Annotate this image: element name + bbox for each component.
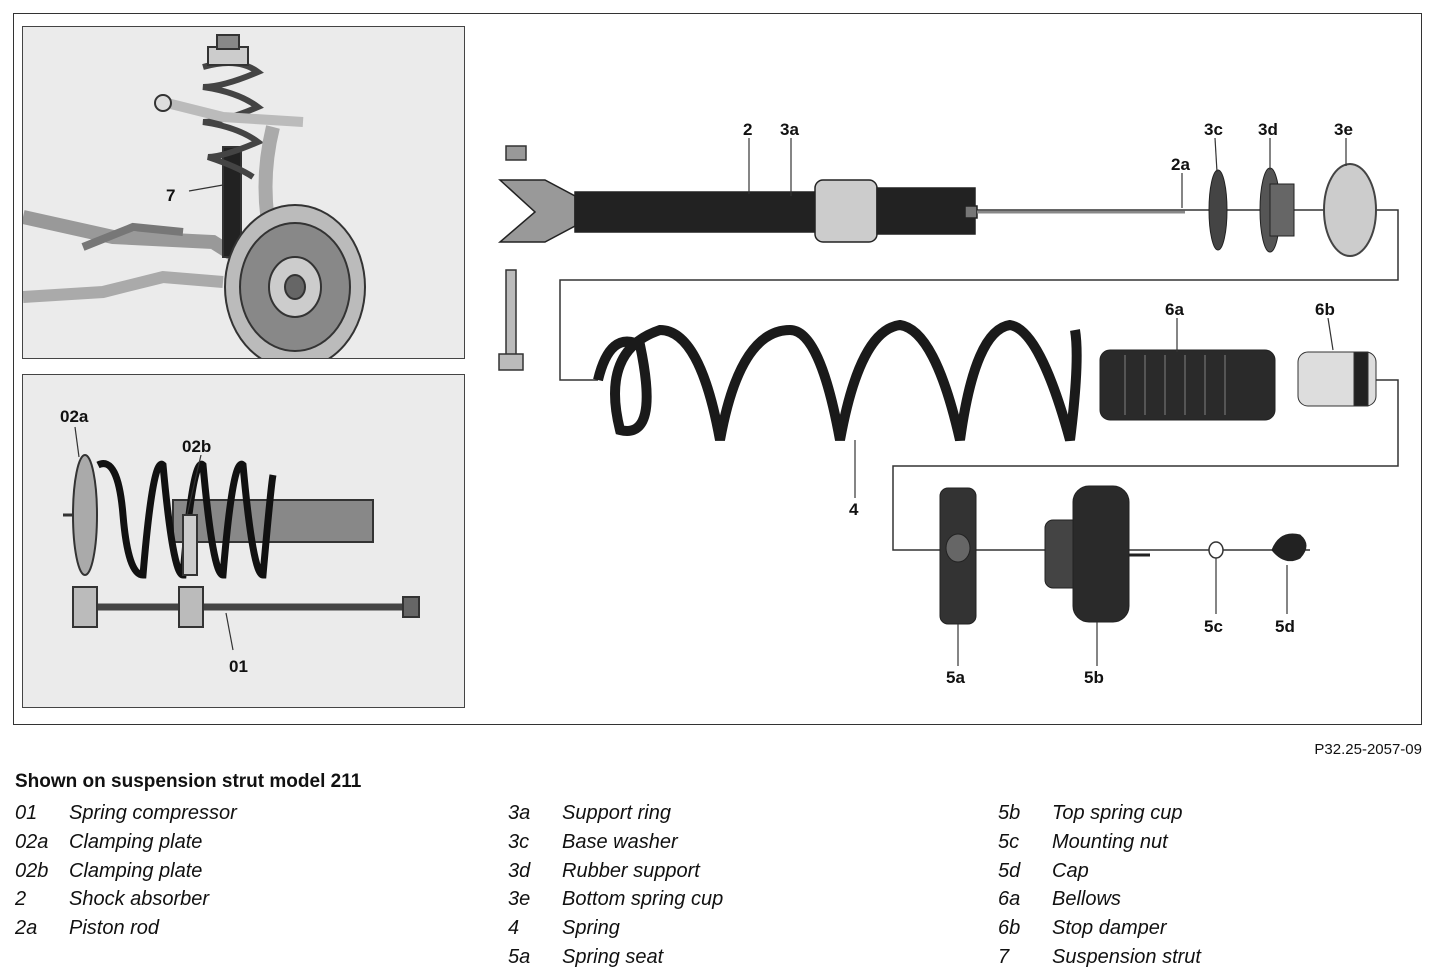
callout-6a: 6a xyxy=(1164,300,1185,319)
callout-02a: 02a xyxy=(59,407,90,426)
legend-text: Mounting nut xyxy=(1052,830,1168,853)
legend-text: Spring xyxy=(562,917,620,940)
legend-code: 02a xyxy=(15,830,49,853)
bellows xyxy=(1099,349,1276,421)
installed-strut-illustration xyxy=(23,34,366,358)
legend-code: 5a xyxy=(508,945,531,968)
legend-column-2: 3a Support ring 3c Base washer 3d Rubber su… xyxy=(508,799,723,972)
callout-5a: 5a xyxy=(945,668,966,687)
callout-3d: 3d xyxy=(1257,120,1279,139)
legend-item: 7 Suspension strut xyxy=(998,943,1201,972)
spring-compressor-illustration xyxy=(63,426,420,651)
legend-text: Support ring xyxy=(562,802,671,824)
legend-text: Suspension strut xyxy=(1052,945,1201,968)
legend-code: 7 xyxy=(998,945,1010,968)
callout-5b: 5b xyxy=(1083,668,1105,687)
callout-02b: 02b xyxy=(181,437,213,456)
legend-code: 3c xyxy=(508,830,530,853)
legend-text: Rubber support xyxy=(562,859,700,882)
stop-damper xyxy=(1297,351,1377,407)
legend-text: Stop damper xyxy=(1052,917,1167,940)
legend-item: 02b Clamping plate xyxy=(15,857,237,886)
callout-01: 01 xyxy=(228,657,249,676)
legend-text: Top spring cup xyxy=(1052,802,1183,824)
callout-5c: 5c xyxy=(1203,617,1224,636)
callout-3e: 3e xyxy=(1333,120,1354,139)
callout-3a: 3a xyxy=(779,120,800,139)
diagram-frame xyxy=(13,13,1422,725)
callout-3c: 3c xyxy=(1203,120,1224,139)
legend-code: 2a xyxy=(15,917,38,940)
legend-text: Clamping plate xyxy=(69,830,203,853)
exploded-view xyxy=(497,137,1399,666)
legend-text: Cap xyxy=(1052,859,1089,882)
callout-6b: 6b xyxy=(1314,300,1336,319)
legend-item: 3e Bottom spring cup xyxy=(508,885,723,914)
legend-item: 5a Spring seat xyxy=(508,943,723,972)
callout-2: 2 xyxy=(742,120,754,139)
legend-text: Spring seat xyxy=(562,945,664,968)
legend-code: 6a xyxy=(998,888,1021,911)
legend-text: Base washer xyxy=(562,830,678,853)
legend-item: 6a Bellows xyxy=(998,885,1201,914)
legend-code: 2 xyxy=(15,888,27,911)
shock-absorber xyxy=(497,179,1185,243)
legend-text: Spring compressor xyxy=(69,802,237,824)
legend-code: 3a xyxy=(508,802,531,824)
legend-code: 5b xyxy=(998,802,1021,824)
top-spring-cup xyxy=(1044,485,1150,623)
caption-title: Shown on suspension strut model 211 xyxy=(15,771,362,792)
legend-text: Bellows xyxy=(1052,888,1121,911)
legend-text: Shock absorber xyxy=(69,888,210,911)
legend-item: 4 Spring xyxy=(508,914,723,943)
mounting-nut xyxy=(1208,541,1224,559)
rubber-support xyxy=(1259,167,1295,253)
legend-item: 5c Mounting nut xyxy=(998,828,1201,857)
callout-4: 4 xyxy=(848,500,860,519)
legend-code: 01 xyxy=(15,802,38,824)
cap xyxy=(1271,533,1307,562)
legend-item: 2 Shock absorber xyxy=(15,885,237,914)
legend-code: 5d xyxy=(998,859,1021,882)
base-washer xyxy=(1208,169,1228,251)
legend-code: 5c xyxy=(998,830,1020,853)
legend-text: Bottom spring cup xyxy=(562,888,724,911)
callout-2a: 2a xyxy=(1170,155,1191,174)
legend-item: 5d Cap xyxy=(998,857,1201,886)
legend-code: 6b xyxy=(998,917,1021,940)
bolt xyxy=(498,145,527,371)
legend-item: 5b Top spring cup xyxy=(998,799,1201,828)
spring-compressor-photo: 02a 02b 01 xyxy=(22,374,465,708)
legend-column-3: 5b Top spring cup 5c Mounting nut 5d Cap 6a… xyxy=(998,799,1201,972)
legend-item: 3a Support ring xyxy=(508,799,723,828)
legend-item: 01 Spring compressor xyxy=(15,799,237,828)
legend-item: 3c Base washer xyxy=(508,828,723,857)
reference-code: P32.25-2057-09 xyxy=(1314,741,1422,758)
legend-item: 6b Stop damper xyxy=(998,914,1201,943)
legend-code: 4 xyxy=(508,917,520,940)
callout-5d: 5d xyxy=(1274,617,1296,636)
installed-strut-photo: 7 xyxy=(22,26,465,359)
legend-text: Piston rod xyxy=(69,917,160,940)
bottom-spring-cup xyxy=(1323,163,1377,257)
legend-code: 02b xyxy=(15,859,49,882)
spring-seat xyxy=(939,487,977,625)
legend-code: 3d xyxy=(508,859,531,882)
legend-code: 3e xyxy=(508,888,531,911)
legend-item: 3d Rubber support xyxy=(508,857,723,886)
legend-text: Clamping plate xyxy=(69,859,203,882)
coil-spring xyxy=(593,319,1082,442)
legend-item: 2a Piston rod xyxy=(15,914,237,943)
legend-item: 02a Clamping plate xyxy=(15,828,237,857)
callout-7: 7 xyxy=(165,186,177,205)
